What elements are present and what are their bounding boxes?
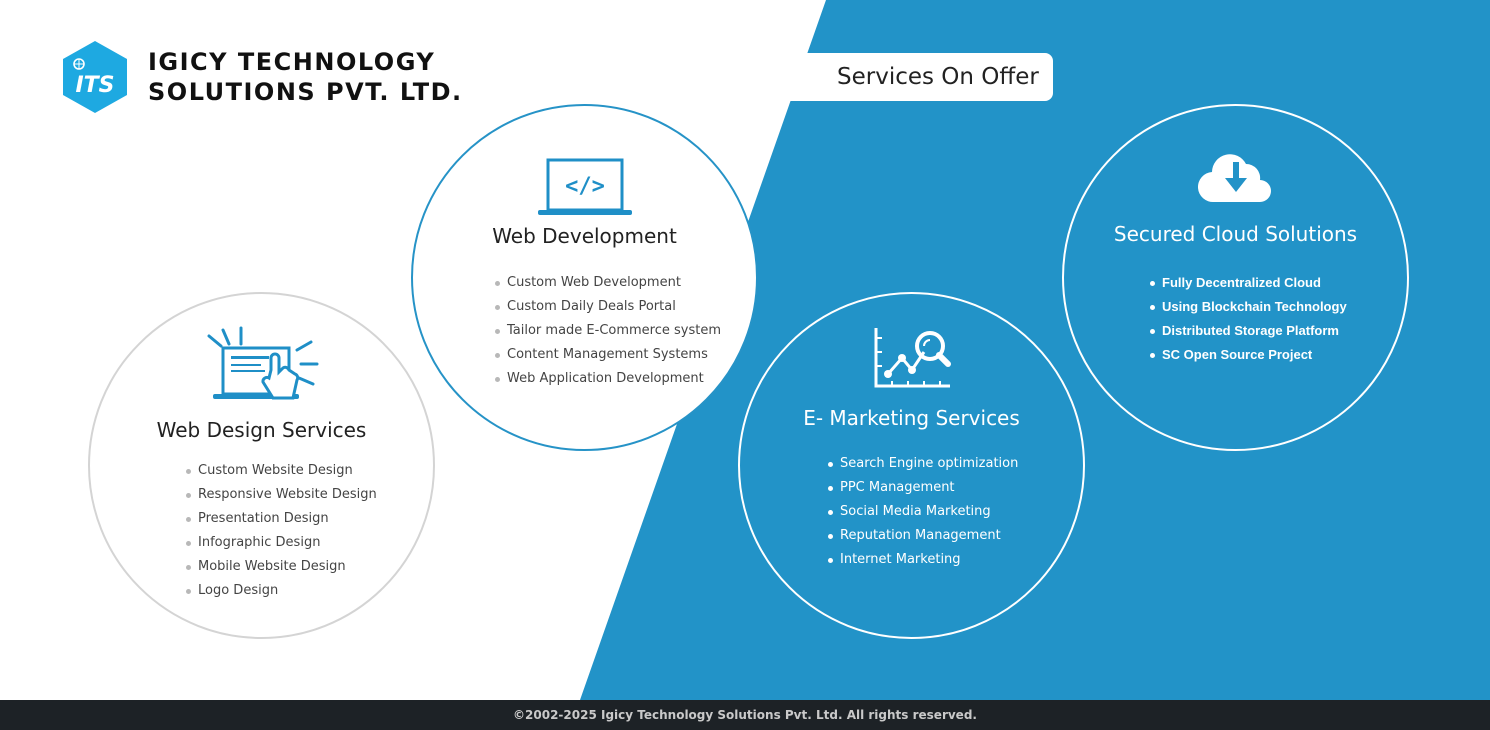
list-item: Reputation Management (828, 524, 1018, 548)
web-development-list: Custom Web Development Custom Daily Deal… (495, 271, 721, 391)
list-item: Custom Web Development (495, 271, 721, 295)
secured-cloud-card[interactable]: Secured Cloud Solutions Fully Decentrali… (1062, 104, 1409, 451)
list-item: Search Engine optimization (828, 452, 1018, 476)
secured-cloud-title: Secured Cloud Solutions (1113, 222, 1358, 246)
e-marketing-card[interactable]: E- Marketing Services Search Engine opti… (738, 292, 1085, 639)
e-marketing-title: E- Marketing Services (803, 406, 1020, 430)
list-item: Tailor made E-Commerce system (495, 319, 721, 343)
list-item: Presentation Design (186, 507, 377, 531)
brand-name: IGICY TECHNOLOGY SOLUTIONS PVT. LTD. (148, 47, 463, 107)
chart-magnifier-icon (874, 328, 951, 388)
list-item: Custom Daily Deals Portal (495, 295, 721, 319)
list-item: Distributed Storage Platform (1150, 319, 1347, 343)
brand-name-line1: IGICY TECHNOLOGY (148, 48, 436, 76)
list-item: Responsive Website Design (186, 483, 377, 507)
globe-hexagon-logo-icon: ITS (63, 41, 127, 113)
list-item: Web Application Development (495, 367, 721, 391)
list-item: SC Open Source Project (1150, 343, 1347, 367)
list-item: Using Blockchain Technology (1150, 295, 1347, 319)
web-design-hand-click-icon (207, 326, 318, 400)
code-glyph: </> (565, 174, 605, 199)
list-item: Social Media Marketing (828, 500, 1018, 524)
secured-cloud-list: Fully Decentralized Cloud Using Blockcha… (1150, 271, 1347, 367)
web-design-title: Web Design Services (156, 418, 367, 442)
list-item: Mobile Website Design (186, 555, 377, 579)
list-item: PPC Management (828, 476, 1018, 500)
e-marketing-list: Search Engine optimization PPC Managemen… (828, 452, 1018, 572)
footer-copyright: ©2002-2025 Igicy Technology Solutions Pv… (0, 700, 1490, 730)
list-item: Infographic Design (186, 531, 377, 555)
logo-initials: ITS (75, 73, 114, 98)
brand-name-line2: SOLUTIONS PVT. LTD. (148, 78, 463, 106)
list-item: Content Management Systems (495, 343, 721, 367)
list-item: Custom Website Design (186, 459, 377, 483)
list-item: Internet Marketing (828, 548, 1018, 572)
list-item: Logo Design (186, 579, 377, 603)
list-item: Fully Decentralized Cloud (1150, 271, 1347, 295)
web-design-list: Custom Website Design Responsive Website… (186, 459, 377, 603)
laptop-code-icon: </> (537, 158, 632, 215)
cloud-download-icon (1197, 154, 1271, 203)
brand-logo[interactable]: ITS IGICY TECHNOLOGY SOLUTIONS PVT. LTD. (62, 40, 463, 114)
web-development-title: Web Development (492, 224, 677, 248)
services-on-offer-badge: Services On Offer (784, 53, 1053, 101)
web-design-card[interactable]: Web Design Services Custom Website Desig… (88, 292, 435, 639)
web-development-card[interactable]: </> Web Development Custom Web Developme… (411, 104, 758, 451)
